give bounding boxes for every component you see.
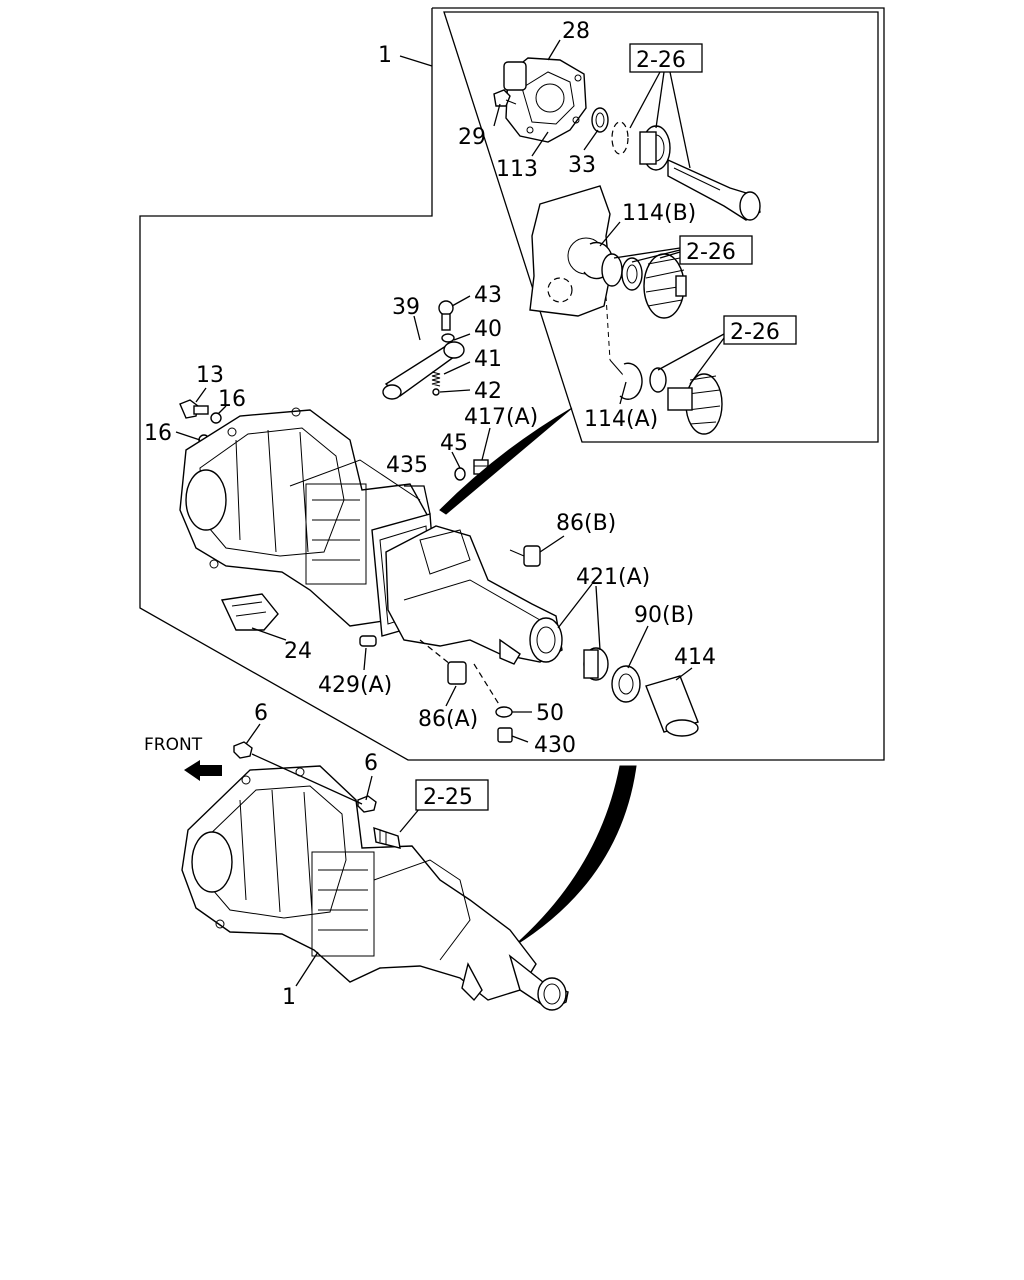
bearing-and-gear-middle xyxy=(601,253,687,319)
part-13-bolt xyxy=(179,399,209,419)
shaft-dashed-line xyxy=(605,295,611,361)
label-114a: 114(A) xyxy=(584,407,658,432)
stud-bolt-2-25 xyxy=(373,826,401,849)
label-41: 41 xyxy=(474,347,502,372)
counter-gear xyxy=(649,367,723,435)
label-1-bottom: 1 xyxy=(282,985,296,1010)
part-414-sleeve xyxy=(645,675,699,737)
label-417a: 417(A) xyxy=(464,405,538,430)
part-41-spring xyxy=(431,371,441,387)
intermediate-plate xyxy=(529,185,611,317)
label-39: 39 xyxy=(392,295,420,320)
output-sleeve-assembled xyxy=(508,954,569,1011)
leader-lines xyxy=(175,39,725,743)
transmission-assembled xyxy=(181,765,537,1002)
label-ref-2-26-b: 2-26 xyxy=(686,240,736,265)
part-16-dowel-a xyxy=(210,412,222,424)
label-13: 13 xyxy=(196,363,224,388)
part-42-ball xyxy=(432,388,440,396)
label-ref-2-26-a: 2-26 xyxy=(636,48,686,73)
label-16-b: 16 xyxy=(144,421,172,446)
part-421a-bushing xyxy=(583,647,609,681)
label-429a: 429(A) xyxy=(318,673,392,698)
label-28: 28 xyxy=(562,19,590,44)
label-414: 414 xyxy=(674,645,716,670)
label-90b: 90(B) xyxy=(634,603,694,628)
label-33: 33 xyxy=(568,153,596,178)
ref-box-2-25 xyxy=(415,779,489,811)
label-50: 50 xyxy=(536,701,564,726)
part-33-seal xyxy=(591,107,609,133)
ref-box-2-26-b xyxy=(679,235,753,265)
part-43-bolt xyxy=(438,300,454,331)
output-shaft-assembly xyxy=(611,121,761,221)
label-43: 43 xyxy=(474,283,502,308)
label-16-a: 16 xyxy=(218,387,246,412)
label-6-a: 6 xyxy=(254,701,268,726)
label-40: 40 xyxy=(474,317,502,342)
part-6-nut-a xyxy=(233,741,253,759)
label-ref-2-26-c: 2-26 xyxy=(730,320,780,345)
part-86b-bolt xyxy=(509,545,541,567)
front-arrow-icon xyxy=(184,760,222,781)
assembly-boundary xyxy=(139,7,885,761)
label-86b: 86(B) xyxy=(556,511,616,536)
part-45-washer xyxy=(454,467,466,481)
extension-housing xyxy=(385,525,563,665)
label-ref-2-25: 2-25 xyxy=(423,785,473,810)
swoosh-to-exploded-view xyxy=(439,407,573,515)
label-86a: 86(A) xyxy=(418,707,478,732)
part-86a-bolt xyxy=(419,639,467,685)
label-114b: 114(B) xyxy=(622,201,696,226)
label-1-top: 1 xyxy=(378,43,392,68)
label-29: 29 xyxy=(458,125,486,150)
part-429a-dowel xyxy=(359,635,377,647)
part-6-nut-b xyxy=(357,795,377,813)
label-24: 24 xyxy=(284,639,312,664)
label-front: FRONT xyxy=(144,735,203,755)
ref-box-2-26-a xyxy=(629,43,703,73)
part-40-washer xyxy=(441,333,455,343)
label-430: 430 xyxy=(534,733,576,758)
part-29-bolt xyxy=(493,89,517,107)
label-421a: 421(A) xyxy=(576,565,650,590)
label-6-b: 6 xyxy=(364,751,378,776)
label-42: 42 xyxy=(474,379,502,404)
part-90b-seal xyxy=(611,665,641,703)
part-430-bolt xyxy=(497,727,513,743)
part-50-washer xyxy=(473,663,513,718)
label-113: 113 xyxy=(496,157,538,182)
part-39-lever xyxy=(382,341,465,400)
ref-box-2-26-c xyxy=(723,315,797,345)
shaft-dashed-line-2 xyxy=(609,359,625,377)
part-28-rear-cover xyxy=(503,57,587,143)
label-435: 435 xyxy=(386,453,428,478)
part-114a-snap-ring xyxy=(619,362,643,400)
swoosh-to-assembled-view xyxy=(513,765,637,947)
label-45: 45 xyxy=(440,431,468,456)
bottom-leader-lines xyxy=(245,723,421,987)
part-24-mount xyxy=(220,593,279,631)
